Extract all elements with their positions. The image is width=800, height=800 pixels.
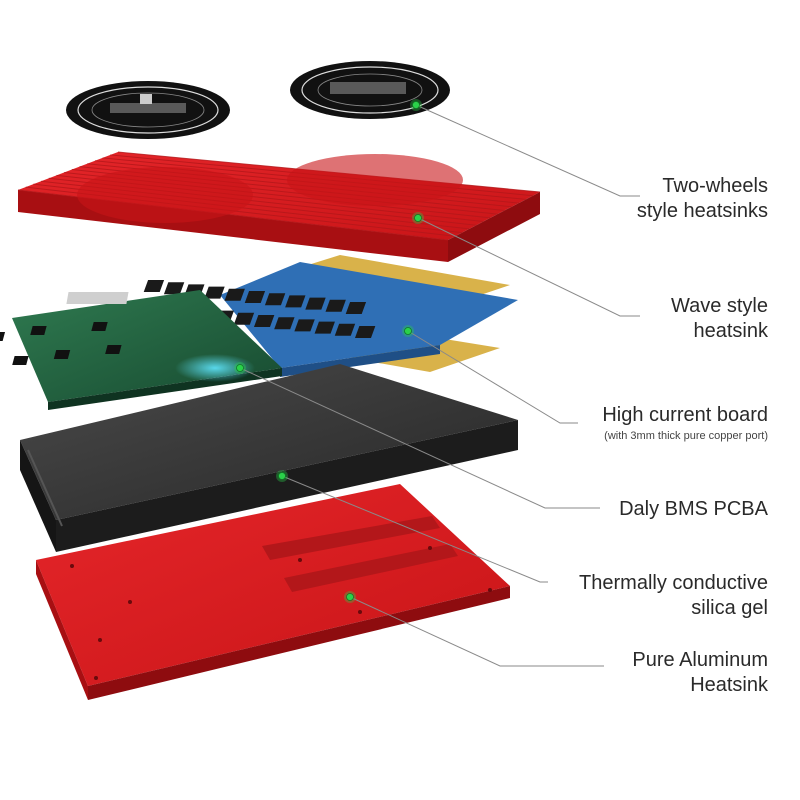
callout-pure-aluminum-heatsink: Pure Aluminum Heatsink [632, 648, 768, 698]
leader-line [417, 217, 640, 317]
mosfet-chip [294, 319, 315, 332]
mosfet-chip [345, 302, 367, 314]
pointer-dot [346, 593, 354, 601]
leader-lines [239, 104, 640, 667]
mosfet-chip [305, 297, 326, 310]
callout-line: Heatsink [690, 674, 768, 696]
callout-wave-style-heatsink: Wave style heatsink [671, 294, 768, 344]
mounting-hole [428, 546, 432, 550]
mounting-hole [128, 600, 132, 604]
mosfet-chip [224, 288, 245, 301]
mounting-hole [358, 610, 362, 614]
callout-high-current-board: High current board (with 3mm thick pure … [602, 403, 768, 444]
mounting-hole [488, 588, 492, 592]
callout-line: style heatsinks [636, 200, 768, 222]
pointer-dot [236, 364, 244, 372]
mosfet-chip [143, 280, 165, 292]
mosfet-chip [204, 286, 225, 299]
leader-line [239, 367, 600, 509]
mosfet-chip [233, 312, 255, 325]
two-wheel-heatsink-right [290, 61, 450, 119]
callout-thermal-silica-gel: Thermally conductive silica gel [579, 571, 768, 621]
mounting-hole [94, 676, 98, 680]
thermal-silica-gel [20, 364, 518, 552]
mounting-hole [298, 558, 302, 562]
leader-line [281, 475, 548, 583]
callout-line: Pure Aluminum [632, 649, 768, 671]
daly-bms-pcba [0, 290, 282, 410]
callout-subtitle: (with 3mm thick pure copper port) [604, 430, 768, 442]
pointer-dot [412, 101, 420, 109]
two-wheel-heatsink-left [66, 81, 230, 139]
callout-line: High current board [602, 404, 768, 426]
pure-aluminum-heatsink [36, 484, 510, 700]
pcb-component [12, 356, 29, 365]
callout-line: Two-wheels [662, 175, 768, 197]
leader-line [407, 330, 578, 424]
mosfet-chip [163, 282, 185, 295]
mosfet-chip [244, 291, 266, 303]
mounting-hole [70, 564, 74, 568]
callout-line: Daly BMS PCBA [619, 498, 768, 520]
callout-two-wheel-heatsinks: Two-wheels style heatsinks [637, 174, 768, 224]
pcb-component [105, 345, 122, 354]
mounting-hole [98, 638, 102, 642]
mosfet-chip [314, 321, 335, 334]
mosfet-chip [354, 326, 376, 338]
pointer-dot [414, 214, 422, 222]
high-current-board [143, 255, 518, 377]
mosfet-chip [253, 315, 275, 327]
callout-line: silica gel [691, 597, 768, 619]
leader-line [415, 104, 640, 197]
callout-line: heatsink [693, 320, 769, 342]
mosfet-chip [285, 295, 306, 308]
leader-line [349, 596, 604, 667]
mosfet-chip [264, 293, 286, 306]
mosfet-chip [274, 317, 295, 330]
mosfet-chip [325, 299, 346, 312]
pointer-dot [278, 472, 286, 480]
pointer-dots [234, 99, 424, 603]
callout-daly-bms-pcba: Daly BMS PCBA [619, 497, 768, 522]
callout-line: Wave style [670, 295, 768, 317]
wave-style-heatsink [17, 151, 541, 262]
mosfet-chip [334, 323, 356, 336]
callout-line: Thermally conductive [579, 572, 768, 594]
pcb-component [0, 332, 6, 341]
pointer-dot [404, 327, 412, 335]
pcb-component [53, 350, 71, 359]
pcb-component [91, 322, 108, 331]
pcb-component [30, 326, 47, 335]
